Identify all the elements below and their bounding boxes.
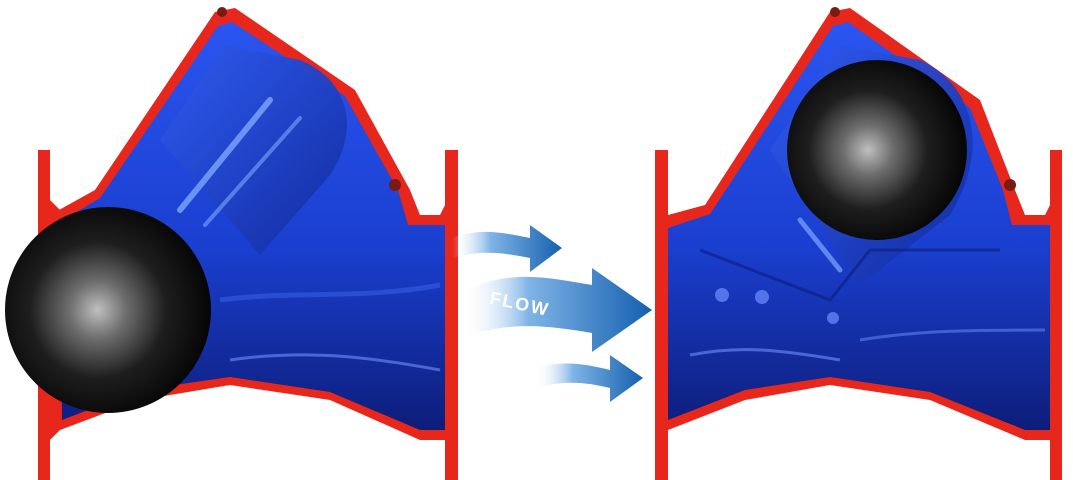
flow-arrow-main-icon [462, 268, 652, 352]
flow-arrow-bottom-icon [535, 355, 643, 402]
valve-right [655, 7, 1062, 480]
right-valve-ball-icon [787, 60, 967, 240]
right-valve-inlet-flange [655, 150, 668, 480]
left-valve-ball-icon [5, 207, 211, 413]
left-valve-bonnet [160, 45, 347, 255]
valve-left [5, 7, 458, 480]
flow-arrows: FLOW [452, 225, 652, 402]
flow-arrow-top-icon [452, 225, 562, 272]
